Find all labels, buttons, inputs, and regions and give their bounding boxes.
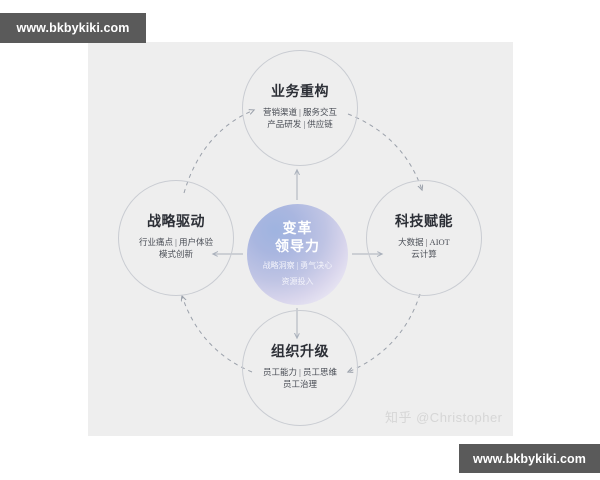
node-title: 业务重构 [271, 84, 329, 100]
site-watermark-bottom: www.bkbykiki.com [459, 444, 600, 473]
node-strategy-driven[interactable]: 战略驱动 行业痛点 | 用户体验 模式创新 [118, 180, 234, 296]
node-subtitle-line-2: 员工治理 [282, 379, 317, 390]
node-title: 战略驱动 [147, 214, 205, 230]
arc-right-to-bottom [348, 293, 421, 372]
site-watermark-top: www.bkbykiki.com [0, 13, 146, 43]
node-title: 科技赋能 [395, 214, 453, 230]
center-title-line-2: 领导力 [275, 239, 320, 255]
center-title-line-1: 变革 [282, 222, 313, 237]
node-technology-empowerment[interactable]: 科技赋能 大数据 | AIOT 云计算 [366, 180, 482, 296]
node-subtitle-line-2: 产品研发 | 供应链 [267, 119, 333, 130]
node-subtitle-line-1: 大数据 | AIOT [398, 236, 450, 247]
node-subtitle-line-1: 营销渠道 | 服务交互 [263, 106, 337, 117]
arc-left-to-top [183, 110, 254, 194]
diagram-panel: 业务重构 营销渠道 | 服务交互 产品研发 | 供应链 科技赋能 大数据 | A… [88, 42, 513, 436]
node-subtitle-line-2: 云计算 [411, 249, 437, 260]
node-subtitle-line-2: 模式创新 [158, 249, 193, 260]
node-business-restructuring[interactable]: 业务重构 营销渠道 | 服务交互 产品研发 | 供应链 [242, 50, 358, 166]
arc-bottom-to-left [182, 296, 253, 373]
node-organizational-upgrade[interactable]: 组织升级 员工能力 | 员工思维 员工治理 [242, 310, 358, 426]
node-subtitle-line-1: 员工能力 | 员工思维 [263, 366, 337, 377]
zhihu-watermark: 知乎 @Christopher [385, 410, 503, 425]
center-subtitle-line-2: 资源投入 [281, 277, 314, 286]
node-title: 组织升级 [271, 344, 329, 360]
center-node-change-leadership[interactable]: 变革 领导力 战略洞察 | 勇气决心 资源投入 [247, 204, 348, 305]
node-subtitle-line-1: 行业痛点 | 用户体验 [139, 236, 213, 247]
arc-top-to-right [347, 113, 422, 190]
center-subtitle-line-1: 战略洞察 | 勇气决心 [262, 261, 333, 270]
